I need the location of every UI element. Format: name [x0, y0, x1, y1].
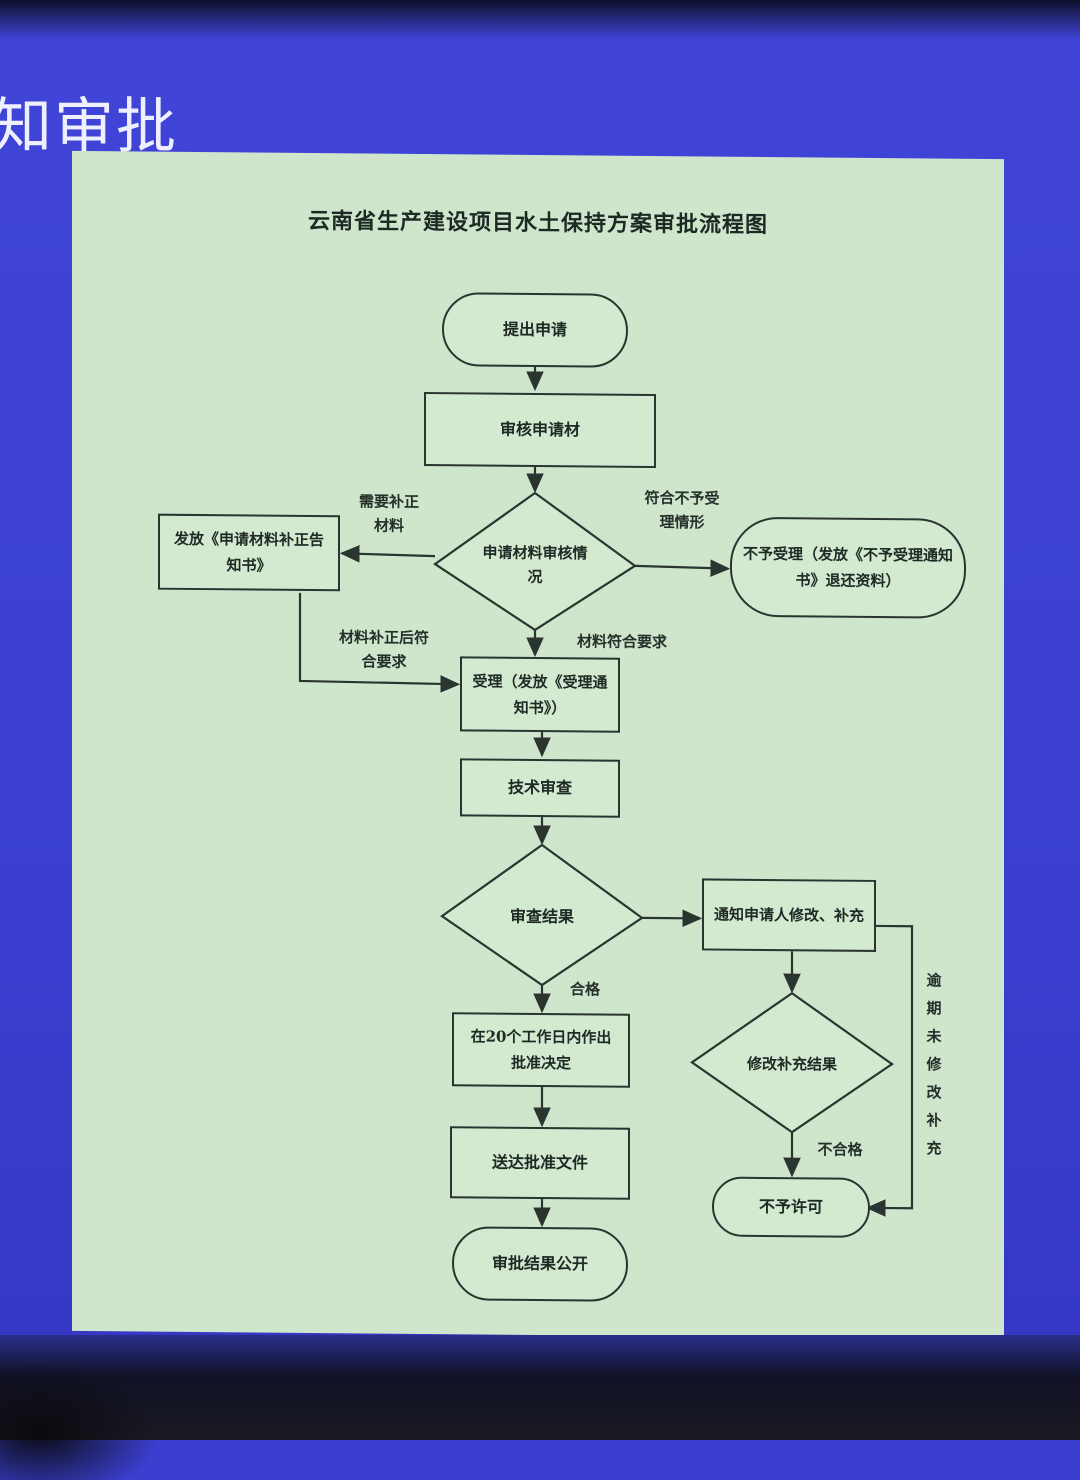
label-need-correction: 需要补正材料	[358, 492, 419, 535]
node-notify-correction: 发放《申请材料补正告知书》	[158, 513, 340, 592]
node-publish: 审批结果公开	[452, 1226, 628, 1302]
label-qualified: 合格	[569, 980, 600, 999]
edge-result-notify	[642, 909, 703, 928]
flowchart-connectors	[298, 366, 914, 1228]
edge-need-correction	[339, 545, 436, 563]
node-reject-accept: 不予受理（发放《不予受理通知书》退还资料）	[730, 516, 966, 619]
slide-heading: 知审批	[0, 92, 178, 162]
screen-top-edge	[0, 0, 1080, 40]
screen-bottom-edge	[0, 1335, 1080, 1440]
node-accept: 受理（发放《受理通知书》）	[460, 656, 620, 733]
node-notify-applicant: 通知申请人修改、补充	[702, 878, 876, 952]
node-check-decision: 申请材料审核情况	[482, 543, 588, 587]
flowchart-document: 云南省生产建设项目水土保持方案审批流程图 提出申请 审核申请材 申请材料审核情况…	[72, 150, 1004, 1340]
label-overdue: 逾期未修改补充	[926, 971, 942, 1158]
foreground-shadow	[0, 1360, 160, 1480]
node-not-permit: 不予许可	[712, 1176, 870, 1238]
label-corrected-meets: 材料补正后符合要求	[338, 628, 429, 671]
label-not-in-scope: 符合不予受理情形	[644, 488, 720, 532]
node-rectify-result: 修改补充结果	[746, 1054, 837, 1074]
edge-not-in-scope	[634, 559, 731, 577]
label-meets-requirements: 材料符合要求	[576, 632, 667, 652]
edge-overdue	[865, 924, 914, 1217]
node-start: 提出申请	[442, 292, 628, 368]
edge-corrected-meets	[298, 592, 461, 693]
label-unqualified: 不合格	[817, 1140, 863, 1159]
node-review-materials: 审核申请材	[424, 392, 656, 469]
node-decision-20days: 在20个工作日内作出批准决定	[452, 1012, 630, 1088]
node-tech-review: 技术审查	[460, 758, 620, 818]
node-review-result: 审查结果	[509, 906, 574, 927]
node-deliver-docs: 送达批准文件	[450, 1126, 630, 1200]
